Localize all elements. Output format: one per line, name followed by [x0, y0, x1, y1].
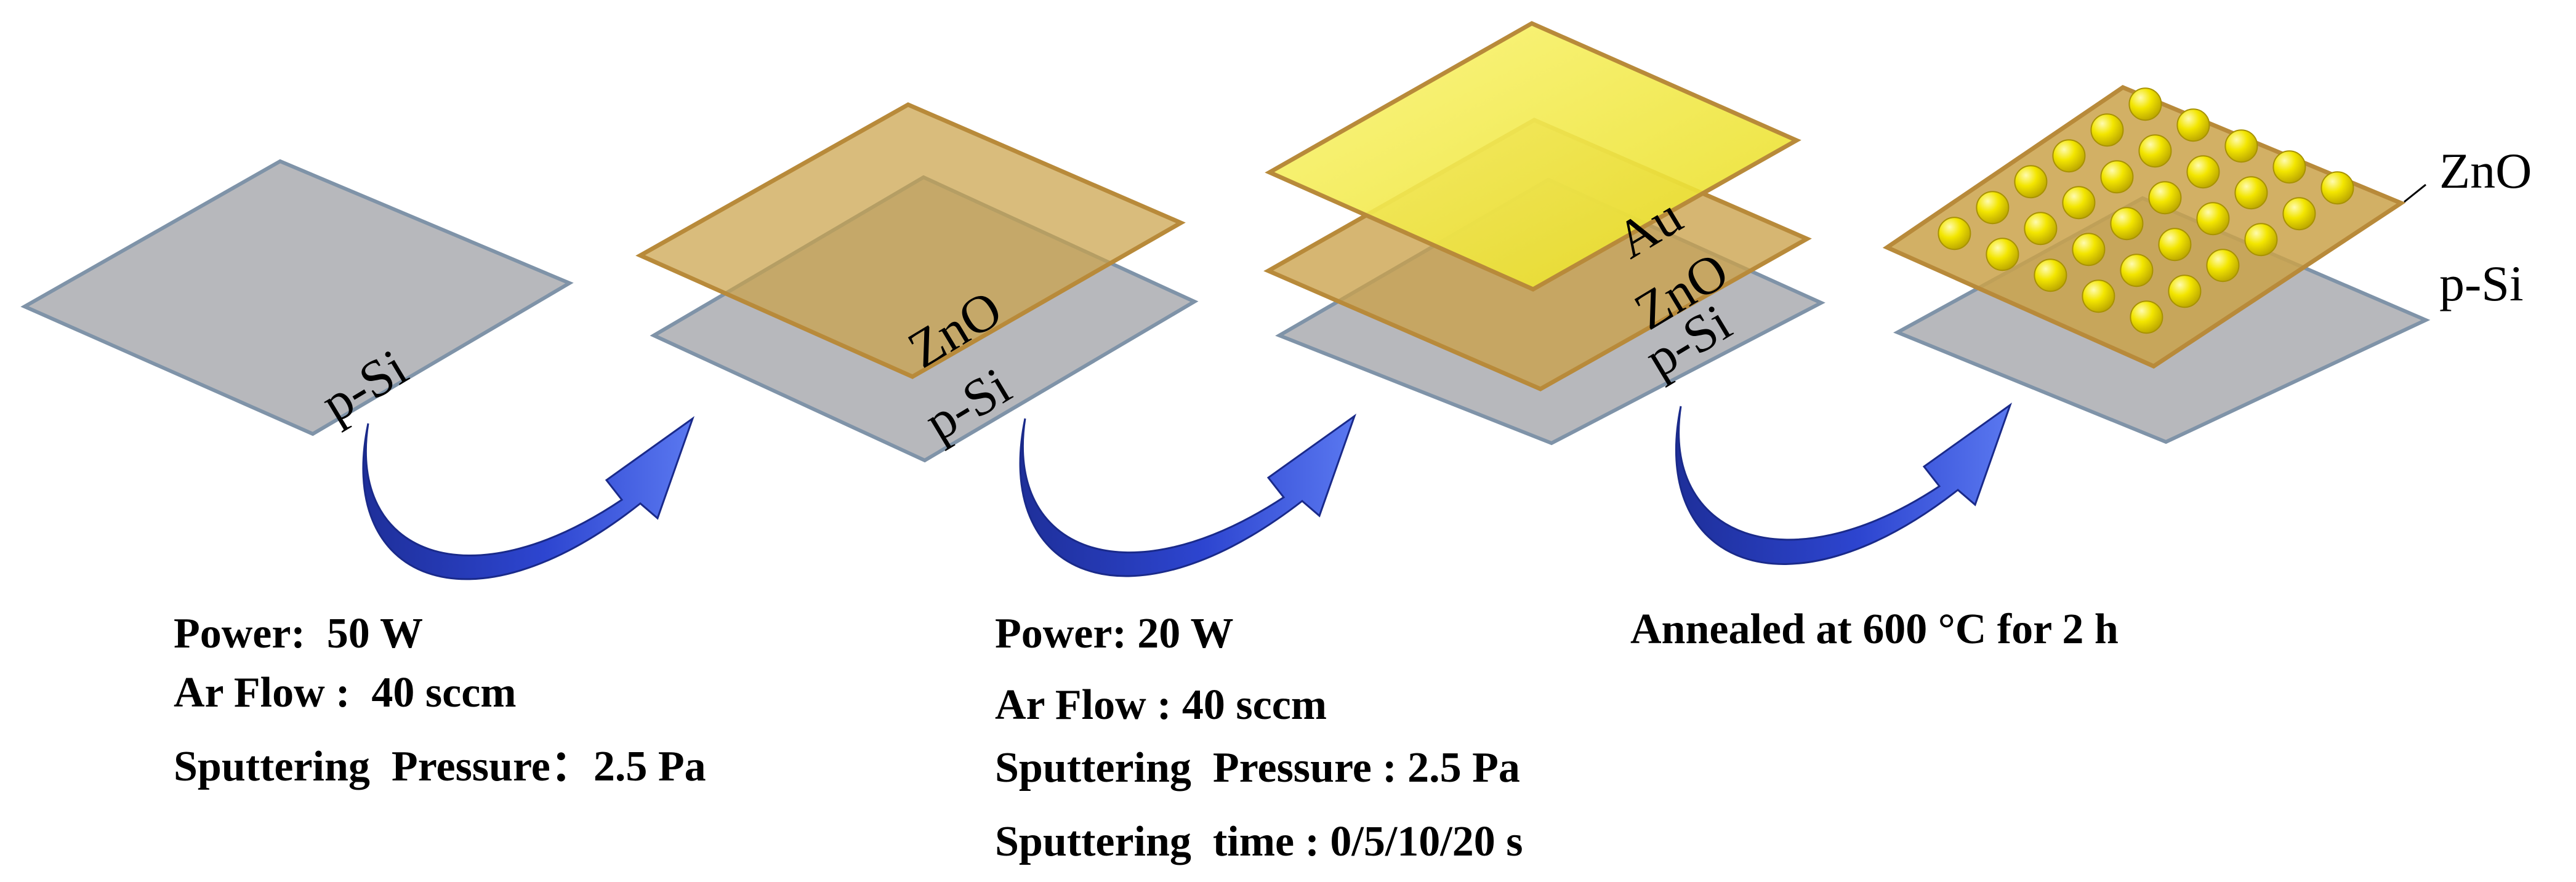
- au-nanoparticle: [2234, 176, 2268, 210]
- zno-side-label: ZnO: [2439, 143, 2532, 199]
- au-nanoparticle: [2206, 249, 2240, 283]
- au-nanoparticle: [2138, 134, 2172, 168]
- au-nanoparticle: [2196, 202, 2230, 236]
- au-nanoparticle: [2320, 171, 2354, 205]
- step-3-conditions: Power: 20 W Ar Flow : 40 sccm Sputtering…: [995, 610, 1523, 865]
- step-2: ZnO p-Si: [635, 102, 1199, 463]
- pressure-condition: Sputtering Pressure：2.5 Pa: [174, 743, 706, 790]
- power-condition: Power: 20 W: [995, 610, 1234, 657]
- au-nanoparticles: [1938, 87, 2354, 334]
- p-si-side-label: p-Si: [2439, 255, 2524, 311]
- au-layer: [1265, 21, 1801, 292]
- au-nanoparticle: [2176, 108, 2210, 142]
- zno-layer: [1882, 85, 2406, 369]
- au-nanoparticle: [2168, 275, 2202, 308]
- au-nanoparticle: [2186, 155, 2220, 189]
- ar-flow-condition: Ar Flow : 40 sccm: [174, 669, 517, 716]
- au-nanoparticle: [2224, 129, 2258, 163]
- step-3: Au ZnO p-Si: [1263, 21, 1825, 446]
- ar-flow-condition: Ar Flow : 40 sccm: [995, 681, 1327, 729]
- process-arrow-2: [1019, 414, 1356, 577]
- step-4-conditions: Annealed at 600 °C for 2 h: [1630, 606, 2119, 653]
- au-nanoparticle: [2090, 113, 2124, 147]
- zno-layer: [635, 102, 1186, 379]
- anneal-condition: Annealed at 600 °C for 2 h: [1630, 606, 2119, 653]
- zno-leader-line: [2404, 183, 2426, 203]
- au-nanoparticle: [2110, 207, 2144, 241]
- power-condition: Power: 50 W: [174, 610, 423, 657]
- au-nanoparticle: [2272, 150, 2306, 184]
- au-nanoparticle: [2120, 254, 2154, 287]
- au-nanoparticle: [2148, 181, 2182, 215]
- au-nanoparticle: [2052, 139, 2086, 173]
- au-nanoparticle: [2024, 212, 2058, 246]
- au-nanoparticle: [2130, 300, 2163, 334]
- au-nanoparticle: [2244, 223, 2278, 257]
- au-nanoparticle: [2282, 197, 2316, 231]
- au-nanoparticle: [2158, 228, 2192, 262]
- process-arrow-1: [362, 416, 694, 580]
- pressure-condition: Sputtering Pressure : 2.5 Pa: [995, 744, 1520, 792]
- au-nanoparticle: [2034, 259, 2067, 292]
- au-nanoparticle: [2072, 233, 2106, 267]
- time-condition: Sputtering time : 0/5/10/20 s: [995, 818, 1523, 865]
- au-nanoparticle: [2062, 186, 2096, 220]
- au-nanoparticle: [2082, 279, 2115, 313]
- au-nanoparticle: [1938, 217, 1971, 251]
- process-arrow-3: [1675, 403, 2012, 565]
- p-si-substrate: [20, 159, 574, 436]
- au-nanoparticle: [2014, 165, 2048, 199]
- step-1: p-Si: [20, 159, 574, 436]
- au-nanoparticle: [2128, 87, 2162, 121]
- step-4: ZnO p-Si: [1882, 85, 2532, 444]
- au-nanoparticle: [1986, 238, 2019, 271]
- au-nanoparticle: [1976, 191, 2010, 225]
- step-2-conditions: Power: 50 W Ar Flow : 40 sccm Sputtering…: [174, 610, 706, 790]
- au-nanoparticle: [2100, 160, 2134, 194]
